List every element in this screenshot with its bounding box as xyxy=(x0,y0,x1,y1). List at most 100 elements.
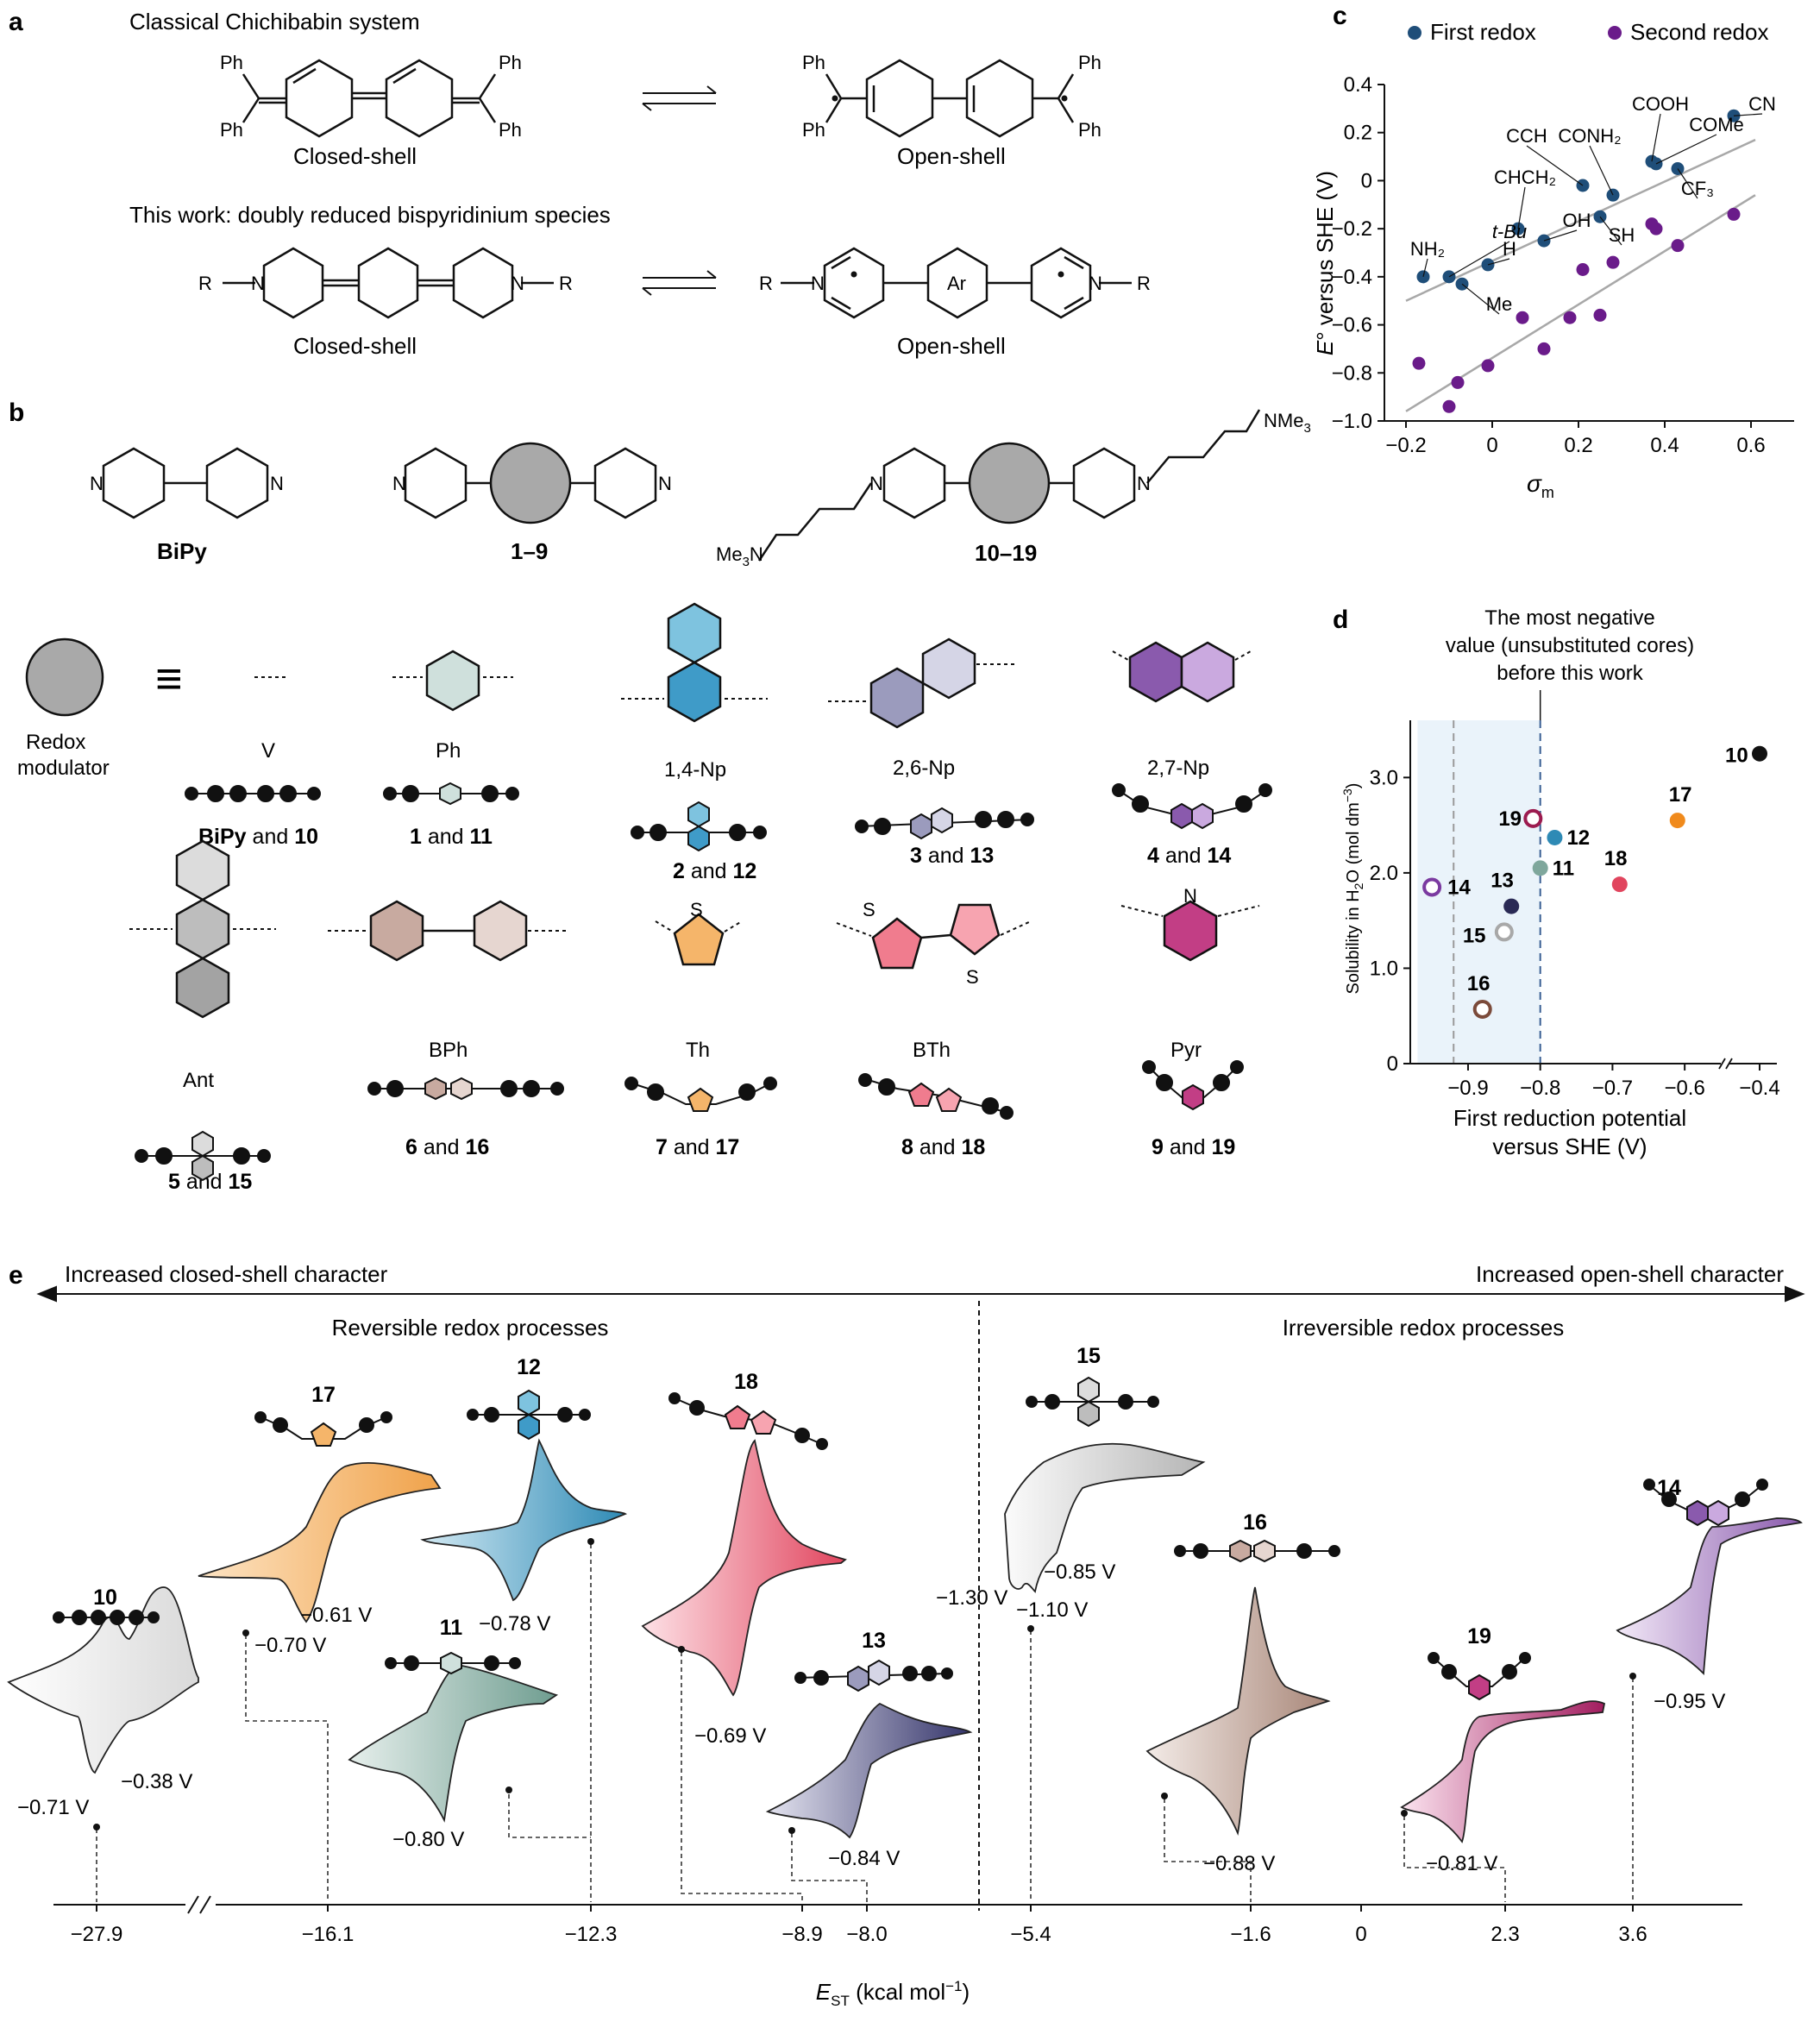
x-tick-label: −0.9 xyxy=(1447,1077,1488,1100)
substituent-label: t-Bu xyxy=(1492,221,1527,242)
substituent-label: COOH xyxy=(1632,93,1689,115)
x-tick-label: 0 xyxy=(1486,434,1497,457)
annotation-leader xyxy=(1589,145,1614,196)
cv-potential: −0.84 V xyxy=(828,1847,900,1870)
point-label: 17 xyxy=(1669,783,1692,807)
cv-potential: −0.80 V xyxy=(392,1828,464,1851)
open-shell-arrow-label: Increased open-shell character xyxy=(1476,1261,1784,1287)
pictogram xyxy=(53,1610,160,1625)
ph-label: Ph xyxy=(1078,119,1101,141)
y-tick-label: 0 xyxy=(1361,169,1372,192)
annotation-leader xyxy=(1677,168,1698,199)
annotation-leader xyxy=(1733,113,1763,116)
panel-d: d The most negative value (unsubstituted… xyxy=(1333,606,1780,1159)
y-tick-label: 0 xyxy=(1387,1052,1398,1076)
point-label: 14 xyxy=(1447,876,1471,899)
annotation-leader xyxy=(1655,134,1717,165)
pictogram xyxy=(383,782,519,806)
closed-shell-label: Closed-shell xyxy=(293,143,417,169)
pictogram xyxy=(467,1389,591,1441)
pictogram xyxy=(1026,1376,1159,1428)
chart-d-ylabel: Solubility in H2O (mol dm−3) xyxy=(1340,783,1365,995)
n-label: N xyxy=(392,473,406,494)
cv-potential: −1.30 V xyxy=(936,1586,1007,1610)
ph-label: Ph xyxy=(1078,52,1101,73)
substituent-label: SH xyxy=(1609,224,1635,246)
cv-id: 16 xyxy=(1243,1510,1267,1535)
cv-potential: −0.95 V xyxy=(1654,1690,1725,1713)
equiv-symbol: ≡ xyxy=(155,653,183,705)
core-name: BTh xyxy=(913,1039,951,1062)
bipy-structure xyxy=(102,447,269,519)
cv-potential: −0.38 V xyxy=(121,1770,192,1793)
est-tick-label: 3.6 xyxy=(1618,1923,1647,1946)
pictogram xyxy=(1428,1652,1531,1701)
core-ph: Ph 1 and 11 xyxy=(392,650,513,849)
r-label: R xyxy=(198,273,212,294)
pictogram xyxy=(858,1073,1014,1120)
core-27np: 2,7-Np 4 and 14 xyxy=(1112,641,1252,868)
s-label: S xyxy=(690,899,703,920)
annotation-leader xyxy=(1461,283,1500,315)
data-point xyxy=(1516,311,1529,324)
y-tick-label: −0.2 xyxy=(1332,217,1372,241)
core-ant: Ant 5 and 15 xyxy=(129,839,276,1194)
data-point xyxy=(1576,263,1590,276)
core-pair: 7 and 17 xyxy=(656,1135,739,1159)
core-bph: BPh 6 and 16 xyxy=(328,900,569,1159)
point-label: 10 xyxy=(1725,744,1748,768)
ph-label: Ph xyxy=(499,119,522,141)
y-tick-label: −1.0 xyxy=(1332,410,1372,433)
cv-potential: −0.71 V xyxy=(17,1796,89,1819)
pictogram xyxy=(631,801,767,852)
cv-17: 17 −0.61 V −0.70 V xyxy=(198,1383,442,1657)
data-point xyxy=(1649,222,1663,235)
n-label: N xyxy=(1137,473,1151,494)
est-tick-label: −8.9 xyxy=(781,1923,822,1946)
substituent-label: CHCH₂ xyxy=(1494,166,1556,188)
core-pair: BiPy and 10 xyxy=(198,825,318,849)
core-pair: 2 and 12 xyxy=(673,859,756,883)
cv-potential: −0.88 V xyxy=(1203,1852,1275,1875)
r-label: R xyxy=(1137,273,1151,294)
annotation-leader xyxy=(1422,258,1428,277)
annotation-leader xyxy=(1448,241,1510,278)
x-tick-label: −0.6 xyxy=(1664,1077,1704,1100)
core-name: Ant xyxy=(183,1069,214,1092)
reversible-label: Reversible redox processes xyxy=(332,1315,609,1341)
annotation-leader xyxy=(1543,229,1578,242)
panel-d-label: d xyxy=(1333,606,1348,634)
x-tick-label: −0.2 xyxy=(1385,434,1426,457)
y-tick-label: 2.0 xyxy=(1370,862,1398,885)
panel-a-label: a xyxy=(9,8,23,36)
core-bth: S S BTh 8 and 18 xyxy=(836,899,1032,1159)
s-label: S xyxy=(863,899,875,920)
substituent-label: Me xyxy=(1486,293,1513,315)
ar-label: Ar xyxy=(947,273,966,294)
est-axis-label: EST (kcal mol−1) xyxy=(816,1978,970,2009)
n-label: N xyxy=(811,273,825,294)
ph-label: Ph xyxy=(802,119,825,141)
panel-d-note-line: The most negative xyxy=(1484,606,1654,630)
bispyridinium-open-shell xyxy=(781,247,1132,319)
cv-id: 12 xyxy=(517,1355,541,1379)
point-label: 13 xyxy=(1491,870,1514,893)
data-point xyxy=(1451,375,1465,389)
panel-a-title2: This work: doubly reduced bispyridinium … xyxy=(129,202,611,228)
data-point xyxy=(1472,999,1492,1019)
core-pair: 4 and 14 xyxy=(1147,844,1231,868)
core-pair: 3 and 13 xyxy=(910,844,994,868)
cv-potential: −0.81 V xyxy=(1426,1852,1497,1875)
point-label: 16 xyxy=(1467,972,1491,995)
panel-e: e Increased closed-shell character Incre… xyxy=(7,1261,1805,2009)
y-tick-label: 0.2 xyxy=(1344,122,1372,145)
cv-connectors xyxy=(96,1544,1634,1902)
panel-d-note-line: value (unsubstituted cores) xyxy=(1446,634,1694,657)
substituent-label: CCH xyxy=(1506,125,1547,147)
pictogram xyxy=(385,1651,521,1675)
n-label: N xyxy=(1089,273,1102,294)
annotation-leader xyxy=(1651,113,1661,162)
y-tick-label: −0.4 xyxy=(1332,266,1372,289)
